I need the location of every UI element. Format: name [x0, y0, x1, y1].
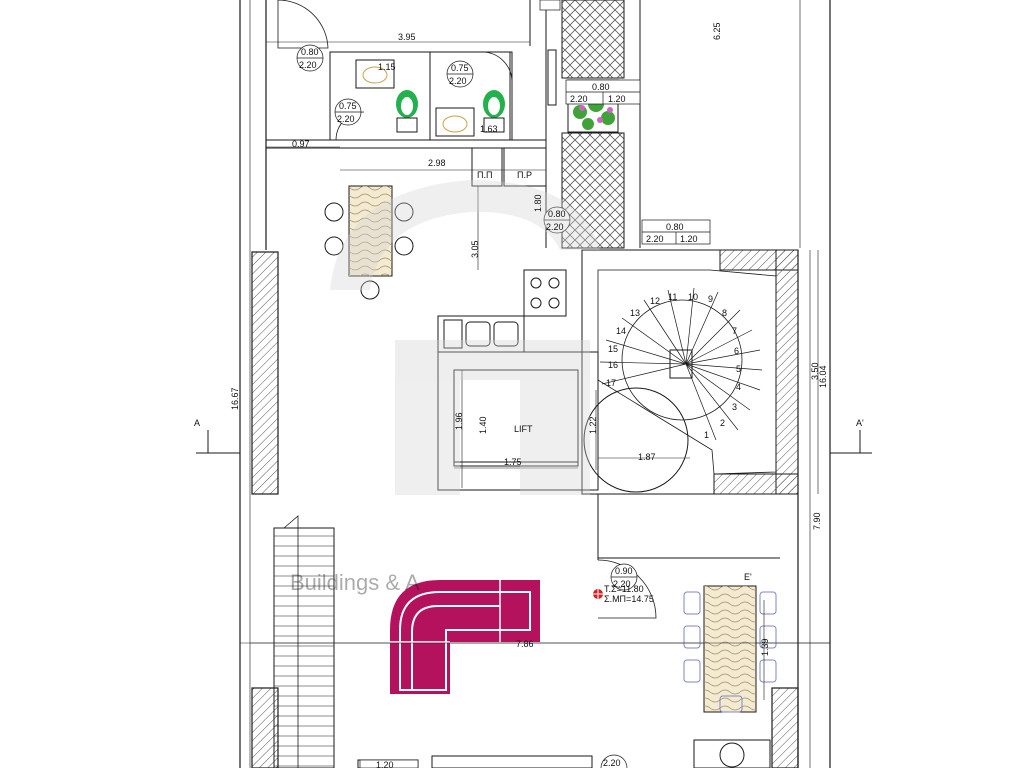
- lower-fixtures: [357, 739, 771, 768]
- door-1-width: 0.80: [301, 47, 319, 57]
- stair-step-6: 6: [734, 346, 739, 356]
- dim-basin-a: 1.15: [378, 62, 396, 72]
- door-2-width: 0.75: [451, 63, 469, 73]
- dim-total-height-right: 16.04: [818, 365, 828, 388]
- door-6-width: 2.20: [603, 758, 621, 768]
- bathrooms: [265, 0, 557, 149]
- window-2-b: 1.20: [680, 234, 698, 244]
- text-labels: 3.95 6.25 0.97 2.98 3.05 1.80 16.67 16.0…: [194, 22, 864, 768]
- door-2-height: 2.20: [449, 76, 467, 86]
- stair-step-16: 16: [608, 360, 618, 370]
- window-1-b: 1.20: [608, 94, 626, 104]
- cooktop-icon: [523, 269, 567, 317]
- level-2-label: Σ.ΜΠ=14.75: [604, 594, 654, 604]
- dim-height-top-right: 6.25: [712, 22, 722, 40]
- dim-kitchen-width: 2.98: [428, 158, 446, 168]
- dim-total-height-left: 16.67: [230, 387, 240, 410]
- brick-column: [529, 0, 641, 249]
- toilet-1-icon: [396, 90, 418, 133]
- stair-step-7: 7: [732, 326, 737, 336]
- stair-step-3: 3: [732, 402, 737, 412]
- dining-table-top: [324, 185, 414, 300]
- door-5-height: 2.20: [613, 579, 631, 589]
- dimension-lines: [196, 0, 872, 768]
- door-5-width: 0.90: [615, 566, 633, 576]
- door-4-width: 0.80: [548, 209, 566, 219]
- window-1-width: 0.80: [592, 82, 610, 92]
- toilet-2-icon: [483, 90, 505, 133]
- dim-table-width: 1.39: [760, 638, 770, 656]
- stair-step-12: 12: [650, 296, 660, 306]
- stair-step-5: 5: [736, 364, 741, 374]
- stair-step-17: 17: [606, 378, 616, 388]
- basin-2-icon: [435, 107, 475, 137]
- lower-partitions: [597, 494, 780, 619]
- dim-lift-depth: 1.40: [478, 416, 488, 434]
- window-2-width: 0.80: [666, 222, 684, 232]
- kitchen-counter: [437, 351, 599, 491]
- section-right-label: A': [856, 418, 864, 428]
- stair-step-14: 14: [616, 326, 626, 336]
- stair-step-10: 10: [688, 292, 698, 302]
- door-tags: [296, 0, 711, 768]
- e-mark-label: E': [744, 572, 752, 582]
- window-1-a: 2.20: [570, 94, 588, 104]
- pp-label: Π.Π: [477, 170, 493, 180]
- door-3-width: 0.75: [339, 101, 357, 111]
- bottom-left-dim: 1.20: [376, 760, 394, 768]
- dim-dining-depth: 3.05: [470, 240, 480, 258]
- door-4-height: 2.20: [546, 222, 564, 232]
- stair-step-8: 8: [722, 308, 727, 318]
- dim-basin-b: 1.63: [480, 124, 498, 134]
- stair-step-2: 2: [720, 418, 725, 428]
- sofa: [390, 580, 540, 694]
- stair-step-11: 11: [668, 292, 677, 302]
- sink-icon: [437, 315, 525, 353]
- basin-1-icon: [355, 59, 395, 89]
- dim-top-room-width: 3.95: [398, 32, 416, 42]
- stair-step-9: 9: [708, 294, 713, 304]
- dim-lower-height: 7.90: [812, 512, 822, 530]
- door-1-height: 2.20: [299, 60, 317, 70]
- watermark: Buildings & A: [290, 180, 600, 595]
- dim-wc-width: 0.97: [292, 139, 310, 149]
- lift-label: LIFT: [514, 424, 533, 434]
- right-wall-bottom: [771, 687, 799, 768]
- dim-stair-circle-height: 1.22: [588, 416, 598, 434]
- window-2-a: 2.20: [646, 234, 664, 244]
- left-wall-section: [251, 251, 279, 495]
- table-right: [683, 585, 777, 713]
- stair-step-1: 1: [704, 430, 709, 440]
- level-marker-icon: [593, 589, 603, 599]
- stair-step-13: 13: [630, 308, 640, 318]
- dim-living-width: 7.86: [516, 639, 534, 649]
- dim-lift-side: 1.96: [454, 412, 464, 430]
- straight-stair: [273, 515, 335, 768]
- pr-label: Π.Ρ: [517, 170, 532, 180]
- dim-stair-depth: 3.50: [810, 362, 820, 380]
- section-left-label: A: [194, 418, 200, 428]
- level-1-label: Τ.Σ=11.80: [604, 584, 644, 594]
- watermark-text: Buildings & A: [290, 570, 420, 595]
- dim-lift-width: 1.75: [504, 457, 522, 467]
- dim-stair-circle-width: 1.87: [638, 452, 656, 462]
- stair-step-4: 4: [736, 382, 741, 392]
- dim-corridor: 1.80: [533, 194, 543, 212]
- stair-step-15: 15: [608, 344, 618, 354]
- door-3-height: 2.20: [337, 114, 355, 124]
